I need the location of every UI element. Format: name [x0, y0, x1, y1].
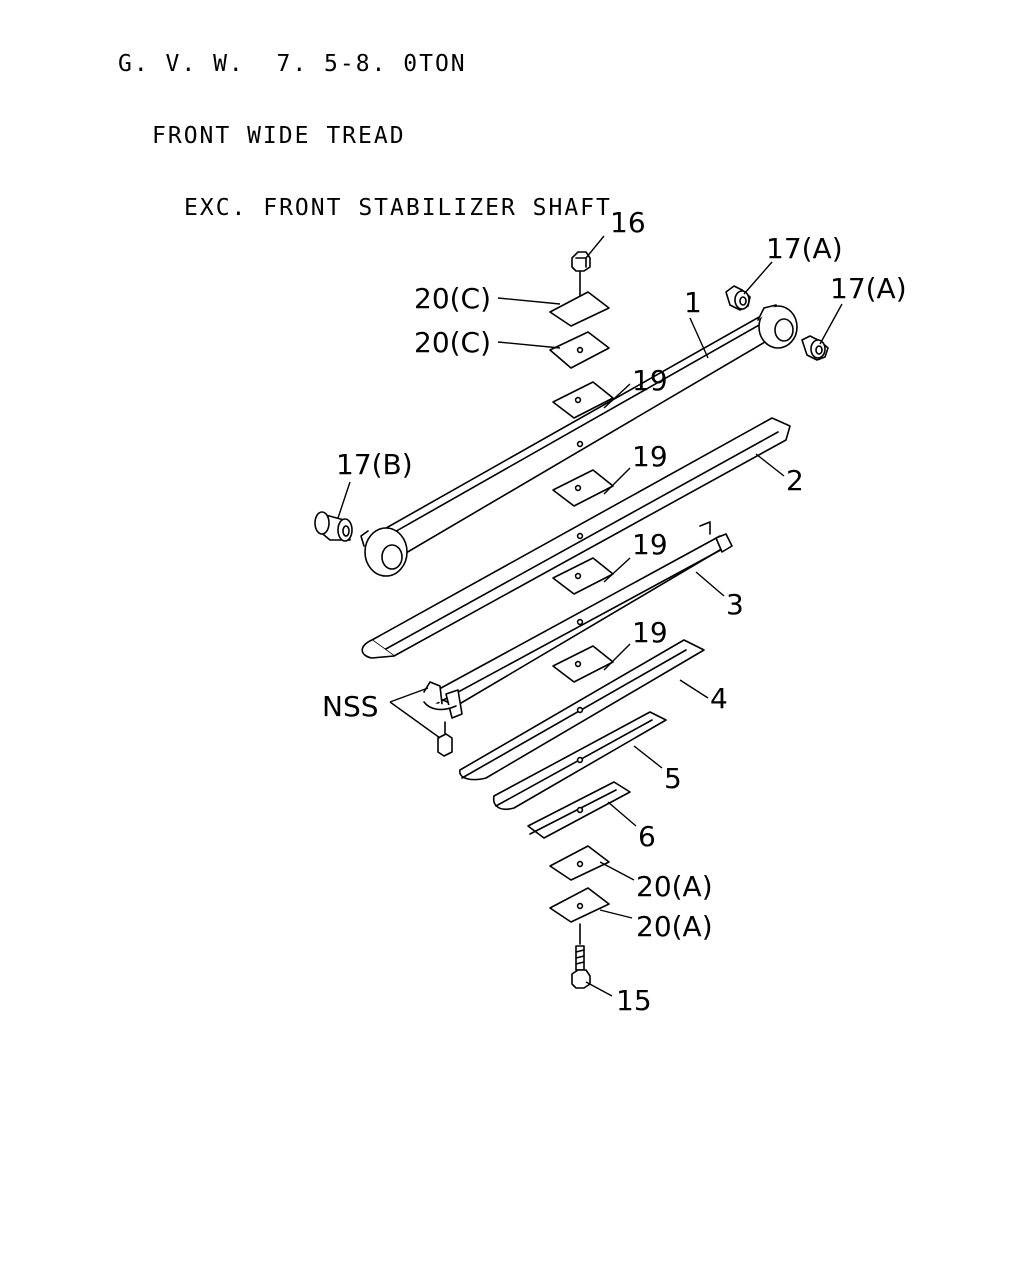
callout-5: 5: [664, 762, 682, 795]
leader-15: [585, 981, 613, 997]
part-2-second-leaf: [361, 417, 791, 659]
leader-3: [695, 571, 725, 597]
leader-nss-2: [389, 701, 441, 739]
callout-6: 6: [638, 820, 656, 853]
part-20c-plate-upper: [549, 291, 610, 327]
diagram-notes: G. V. W. 7. 5-8. 0TON FRONT WIDE TREAD E…: [118, 4, 612, 244]
leader-20a-2: [599, 909, 633, 919]
part-17a-bushing-left: [725, 285, 751, 311]
leader-19-3: [603, 557, 631, 583]
leader-20c-1: [497, 297, 561, 305]
callout-15: 15: [616, 984, 652, 1017]
part-17a-bushing-right: [801, 335, 829, 361]
callout-17a-2: 17(A): [830, 272, 907, 305]
leader-17b: [337, 481, 351, 519]
callout-3: 3: [726, 588, 744, 621]
leader-20c-2: [497, 341, 561, 349]
part-19-plate-2: [552, 469, 614, 507]
callout-20a-1: 20(A): [636, 870, 713, 903]
callout-20a-2: 20(A): [636, 910, 713, 943]
note-exc-stabilizer: EXC. FRONT STABILIZER SHAFT: [184, 195, 612, 221]
callout-nss: NSS: [322, 690, 379, 723]
callout-19-4: 19: [632, 616, 668, 649]
leader-16: [585, 235, 605, 259]
leader-4: [679, 679, 709, 699]
plate-hole: [576, 346, 584, 354]
leader-19-1: [603, 383, 631, 409]
part-15-center-bolt: [571, 945, 591, 989]
leader-17a-1: [743, 261, 773, 295]
part-4-leaf: [459, 639, 705, 781]
callout-16: 16: [610, 206, 646, 239]
part-19-plate-4: [552, 645, 614, 683]
part-19-plate-1: [552, 381, 614, 419]
leader-17a-2: [819, 303, 843, 345]
callout-4: 4: [710, 682, 728, 715]
part-16-nut: [571, 251, 591, 272]
callout-19-3: 19: [632, 528, 668, 561]
callout-19-1: 19: [632, 364, 668, 397]
callout-20c-1: 20(C): [414, 282, 491, 315]
part-1-main-leaf: [360, 304, 798, 577]
leader-2: [755, 453, 785, 477]
leader-19-4: [603, 643, 631, 671]
leader-1: [689, 317, 709, 359]
nss-bolt: [437, 721, 453, 757]
part-5-leaf: [492, 711, 667, 811]
callout-17b: 17(B): [336, 448, 413, 481]
note-front-wide-tread: FRONT WIDE TREAD: [152, 123, 406, 149]
part-3-third-leaf: [423, 521, 733, 719]
callout-19-2: 19: [632, 440, 668, 473]
part-6-leaf: [527, 781, 631, 839]
callout-17a-1: 17(A): [766, 232, 843, 265]
leader-nss-1: [389, 687, 429, 703]
callout-1: 1: [684, 286, 702, 319]
leader-6: [607, 801, 637, 827]
note-gvw: G. V. W. 7. 5-8. 0TON: [118, 51, 467, 77]
leader-19-2: [603, 467, 631, 495]
leader-5: [633, 745, 663, 769]
part-17b-bushing: [314, 511, 353, 542]
callout-20c-2: 20(C): [414, 326, 491, 359]
callout-2: 2: [786, 464, 804, 497]
leader-20a-1: [599, 861, 635, 881]
